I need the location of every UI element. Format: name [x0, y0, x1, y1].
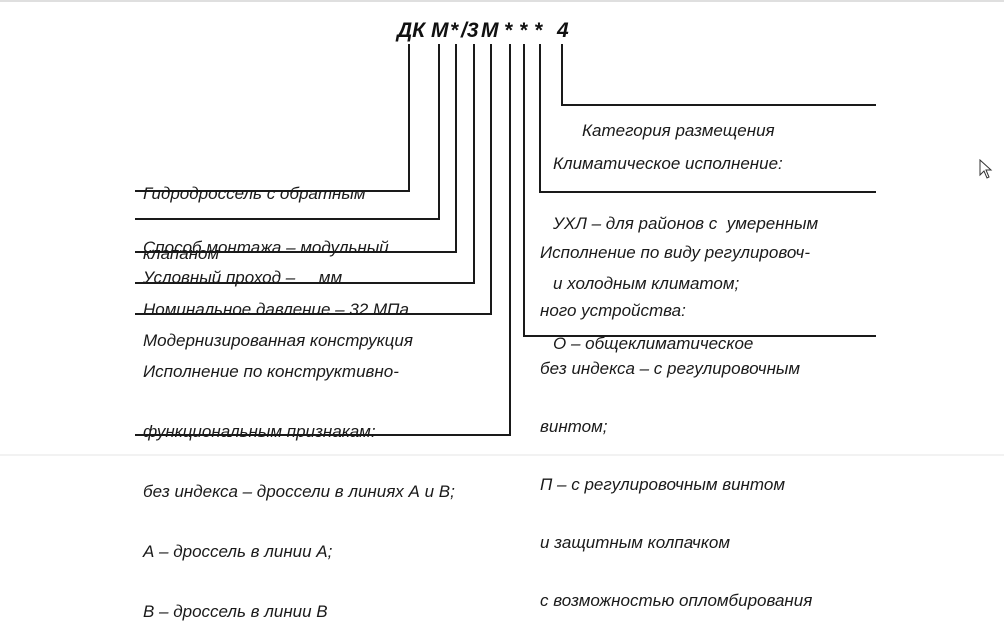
code-part-slash-3: /3: [461, 19, 479, 42]
diagram-canvas: [0, 0, 1004, 456]
label-adjusting-device: Исполнение по виду регулировоч- ного уст…: [540, 204, 812, 630]
label-design-variant: Исполнение по конструктивно- функциональ…: [143, 322, 455, 642]
label-modernized: Модернизированная конструкция: [143, 291, 413, 371]
label-line: УХЛ – для районов с умеренным: [553, 214, 819, 233]
label-hydro-throttle: Гидродроссель с обратным клапаном: [143, 144, 366, 284]
leader-star1: [135, 44, 457, 253]
label-line: и защитным колпачком: [540, 533, 730, 552]
label-line: функциональным признакам:: [143, 422, 376, 441]
label-line: Категория размещения: [582, 121, 775, 140]
leader-star2: [135, 44, 511, 436]
label-placement-category: Категория размещения: [582, 81, 775, 161]
label-line: Способ монтажа – модульный: [143, 238, 389, 257]
label-nominal-bore: Условный проход – мм: [143, 228, 342, 308]
label-line: ного устройства:: [540, 301, 686, 320]
label-line: О – общеклиматическое: [553, 334, 754, 353]
mouse-pointer-icon: [979, 159, 993, 179]
label-mounting: Способ монтажа – модульный: [143, 198, 389, 278]
leader-star4: [539, 44, 876, 193]
label-line: Исполнение по конструктивно-: [143, 362, 399, 381]
leader-star3: [523, 44, 876, 337]
label-climatic: Климатическое исполнение: УХЛ – для райо…: [553, 114, 818, 374]
leader-3: [135, 44, 475, 284]
code-part-star: *: [519, 19, 528, 42]
label-line: Номинальное давление – 32 МПа: [143, 300, 409, 319]
code-part-star: *: [450, 19, 459, 42]
code-part-m: М: [481, 19, 499, 42]
label-line: винтом;: [540, 417, 608, 436]
leader-dk: [135, 44, 410, 192]
label-nominal-pressure: Номинальное давление – 32 МПа: [143, 260, 409, 340]
label-line: с возможностью опломбирования: [540, 591, 813, 610]
label-line: клапаном: [143, 244, 220, 263]
label-line: А – дроссель в линии А;: [143, 542, 333, 561]
label-line: Исполнение по виду регулировоч-: [540, 243, 810, 262]
label-line: Климатическое исполнение:: [553, 154, 783, 173]
label-line: П – с регулировочным винтом: [540, 475, 785, 494]
label-line: Гидродроссель с обратным: [143, 184, 366, 203]
label-line: Модернизированная конструкция: [143, 331, 413, 350]
label-line: Условный проход – мм: [143, 268, 343, 287]
code-part-4: 4: [557, 19, 569, 42]
code-part-star: *: [534, 19, 543, 42]
leader-m2: [135, 44, 492, 315]
label-line: без индекса – с регулировочным: [540, 359, 801, 378]
label-line: и холодным климатом;: [553, 274, 740, 293]
leader-4: [561, 44, 876, 106]
label-line: В – дроссель в линии В: [143, 602, 328, 621]
code-part-star: *: [504, 19, 513, 42]
code-part-dk: ДК: [397, 19, 426, 42]
label-line: без индекса – дроссели в линиях А и В;: [143, 482, 455, 501]
code-part-m: М: [431, 19, 449, 42]
leader-m1: [135, 44, 440, 220]
